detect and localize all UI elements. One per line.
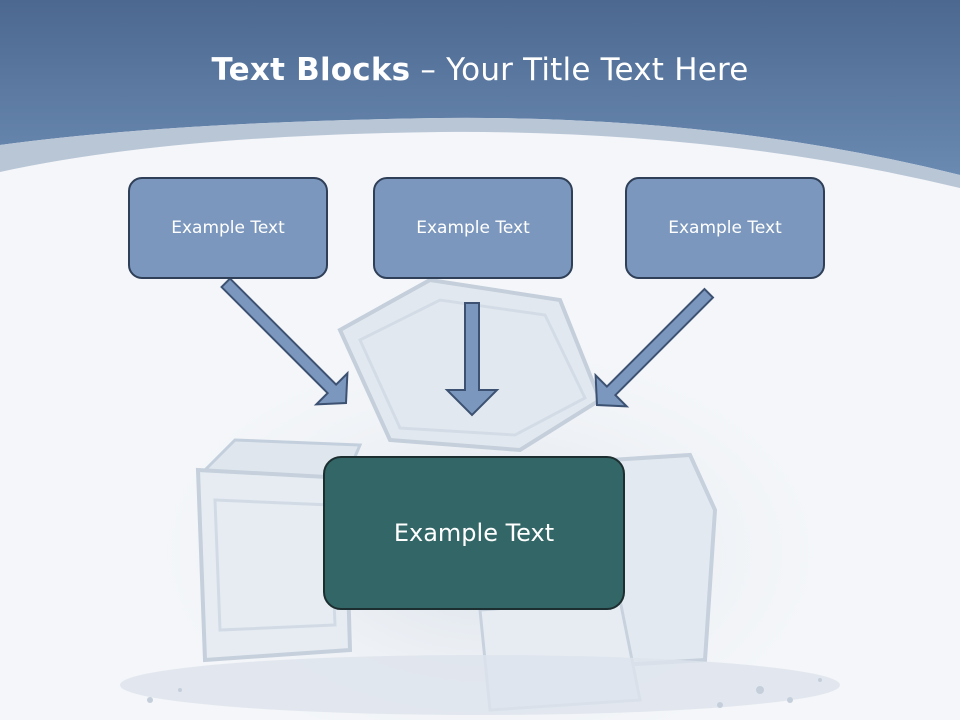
slide-title: Text Blocks – Your Title Text Here (0, 52, 960, 88)
title-bold: Text Blocks (211, 52, 411, 88)
text-block-center[interactable]: Example Text (373, 177, 573, 279)
text-block-right-label: Example Text (668, 218, 782, 238)
text-block-center-label: Example Text (416, 218, 530, 238)
arrow-center (444, 302, 500, 417)
arrow-right (594, 287, 715, 408)
text-block-left-label: Example Text (171, 218, 285, 238)
text-block-main-label: Example Text (393, 519, 555, 547)
text-block-main[interactable]: Example Text (323, 456, 625, 610)
header-band (0, 117, 960, 188)
ice-cubes-image (120, 277, 840, 720)
arrow-left (220, 277, 349, 406)
title-rest: – Your Title Text Here (420, 52, 749, 88)
header-shape (0, 0, 960, 175)
text-block-left[interactable]: Example Text (128, 177, 328, 279)
text-block-right[interactable]: Example Text (625, 177, 825, 279)
